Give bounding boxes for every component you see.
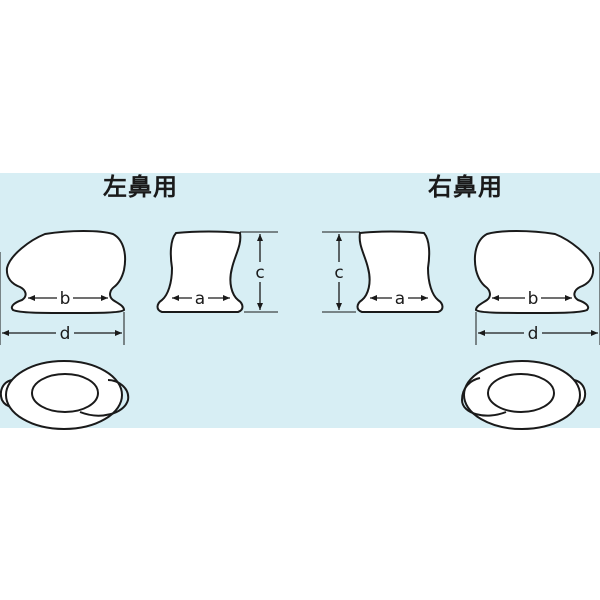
left-d-label: d	[60, 324, 71, 344]
left-c-label-bg	[252, 262, 268, 282]
left-nose-side-view: b d	[0, 230, 127, 345]
right-side-profile-shape	[473, 230, 595, 314]
left-top-inner-opening	[31, 373, 99, 413]
left-nose-title: 左鼻用	[103, 173, 178, 201]
left-a-label-bg	[192, 289, 208, 307]
right-nose-top-view	[460, 360, 587, 430]
right-b-label: b	[528, 289, 539, 309]
right-nose-title: 右鼻用	[428, 173, 503, 201]
right-nose-front-view: c a	[322, 230, 444, 313]
left-front-profile-shape	[156, 230, 244, 313]
left-d-label-bg	[56, 324, 74, 342]
left-top-flange-curve	[79, 379, 130, 417]
right-d-label-bg	[524, 324, 542, 342]
right-c-label: c	[334, 263, 343, 283]
right-d-label: d	[528, 324, 539, 344]
left-a-label: a	[195, 289, 205, 309]
right-c-label-bg	[331, 262, 347, 282]
left-b-label: b	[60, 289, 71, 309]
right-front-profile-shape	[356, 230, 444, 313]
right-b-label-bg	[525, 289, 541, 307]
right-nose-side-view: b d	[473, 230, 600, 345]
left-nose-front-view: c a	[156, 230, 278, 313]
left-nose-top-view	[0, 360, 130, 430]
left-c-label: c	[255, 263, 264, 283]
right-top-flange-curve	[460, 377, 507, 417]
right-top-inner-opening	[487, 373, 555, 413]
left-b-label-bg	[57, 289, 73, 307]
left-side-profile-shape	[5, 230, 127, 314]
right-a-label-bg	[392, 289, 408, 307]
right-a-label: a	[395, 289, 405, 309]
